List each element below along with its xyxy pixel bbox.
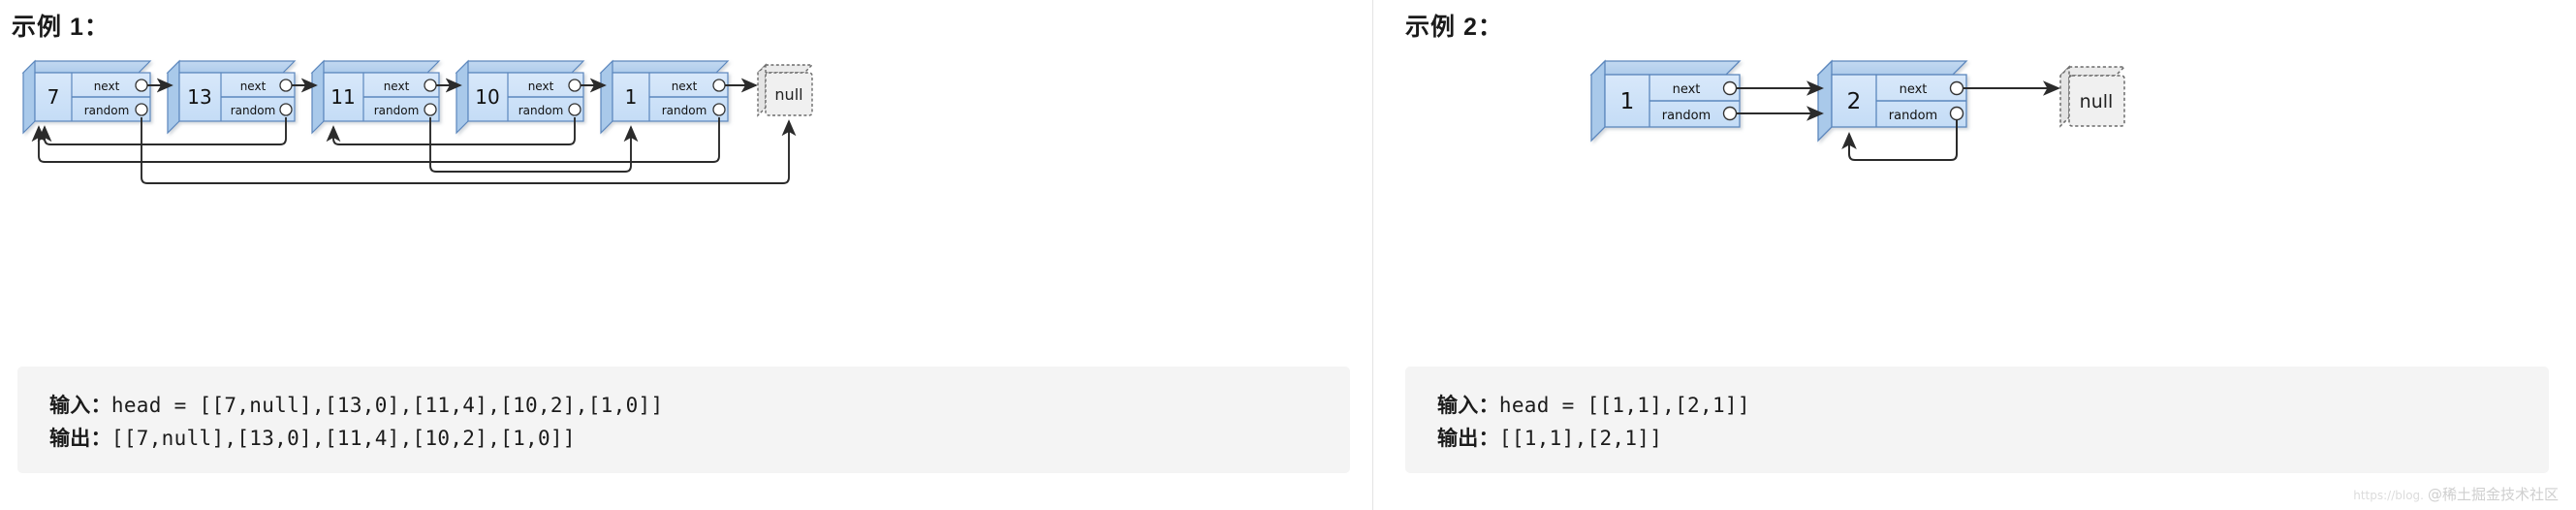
- node-random-label: random: [1662, 109, 1711, 123]
- random-port: [135, 103, 148, 116]
- svg-text:next: next: [240, 80, 267, 93]
- svg-text:random: random: [518, 104, 564, 117]
- random-port: [1722, 106, 1738, 121]
- watermark-url: https://blog.: [2353, 489, 2424, 502]
- input-value: head = [[7,null],[13,0],[11,4],[10,2],[1…: [110, 394, 664, 417]
- next-port: [1722, 80, 1738, 96]
- example-1-panel: 示例 1：: [0, 14, 1376, 473]
- svg-text:random: random: [374, 104, 420, 117]
- svg-text:10: 10: [475, 85, 499, 109]
- example-2-diagram: 1 next random 2 next random: [1376, 53, 2576, 194]
- example-1-title: 示例 1：: [12, 14, 110, 41]
- svg-text:random: random: [1889, 109, 1937, 123]
- random-arrow-1-to-7: [31, 117, 720, 163]
- random-arrow-2-to-2: [1841, 120, 1958, 161]
- random-arrow-10-to-11: [326, 117, 576, 145]
- input-value: head = [[1,1],[2,1]]: [1498, 394, 1750, 417]
- null-label: null: [2080, 91, 2114, 112]
- node-random-label: random: [84, 104, 130, 117]
- panel-divider: [1372, 0, 1373, 510]
- example-1-code-box: 输入：head = [[7,null],[13,0],[11,4],[10,2]…: [17, 367, 1350, 473]
- svg-text:next: next: [672, 80, 698, 93]
- random-arrow-11-to-1: [429, 117, 639, 173]
- svg-text:next: next: [1900, 82, 1928, 97]
- svg-text:13: 13: [187, 85, 211, 109]
- null-terminal-2: null: [2058, 65, 2126, 128]
- output-value: [[7,null],[13,0],[11,4],[10,2],[1,0]]: [110, 427, 576, 450]
- null-label: null: [774, 85, 802, 104]
- random-arrow-7-to-null: [141, 117, 797, 184]
- next-port: [135, 79, 148, 92]
- example-1-output-line: 输出：[[7,null],[13,0],[11,4],[10,2],[1,0]]: [49, 423, 576, 452]
- input-prefix: 输入：: [49, 394, 111, 417]
- example-2-panel: 示例 2：: [1376, 0, 2576, 510]
- svg-text:1: 1: [625, 85, 638, 109]
- example-1-input-line: 输入：head = [[7,null],[13,0],[11,4],[10,2]…: [49, 390, 663, 419]
- node-13[interactable]: 13 next random: [166, 59, 297, 135]
- watermark-label: @稀土掘金技术社区: [2427, 486, 2559, 503]
- example-2-output-line: 输出：[[1,1],[2,1]]: [1437, 423, 1662, 452]
- output-prefix: 输出：: [1437, 427, 1499, 450]
- watermark: https://blog.@稀土掘金技术社区: [2353, 484, 2559, 504]
- example-2-input-line: 输入：head = [[1,1],[2,1]]: [1437, 390, 1750, 419]
- svg-text:random: random: [662, 104, 707, 117]
- null-terminal-1: null: [756, 63, 814, 117]
- svg-text:next: next: [384, 80, 410, 93]
- node-11[interactable]: 11 next random: [310, 59, 441, 135]
- node-next-label: next: [94, 80, 120, 93]
- input-prefix: 输入：: [1437, 394, 1499, 417]
- node-1[interactable]: 1 next random: [599, 59, 730, 135]
- example-2-title: 示例 2：: [1405, 14, 1503, 41]
- output-prefix: 输出：: [49, 427, 111, 450]
- output-value: [[1,1],[2,1]]: [1498, 427, 1663, 450]
- svg-text:random: random: [231, 104, 276, 117]
- svg-text:11: 11: [330, 85, 355, 109]
- svg-text:next: next: [528, 80, 554, 93]
- node-value-label: 7: [47, 85, 60, 109]
- svg-text:2: 2: [1847, 89, 1862, 114]
- node-7[interactable]: 7 next random: [21, 59, 152, 135]
- node-next-label: next: [1673, 82, 1701, 97]
- node-2[interactable]: 2 next random: [1816, 59, 1968, 143]
- node-10[interactable]: 10 next random: [455, 59, 585, 135]
- example-1-diagram: 7 next random 13 next random: [0, 53, 1376, 194]
- node-1[interactable]: 1 next random: [1589, 59, 1742, 143]
- node-value-label: 1: [1620, 89, 1635, 114]
- example-2-code-box: 输入：head = [[1,1],[2,1]] 输出：[[1,1],[2,1]]: [1405, 367, 2549, 473]
